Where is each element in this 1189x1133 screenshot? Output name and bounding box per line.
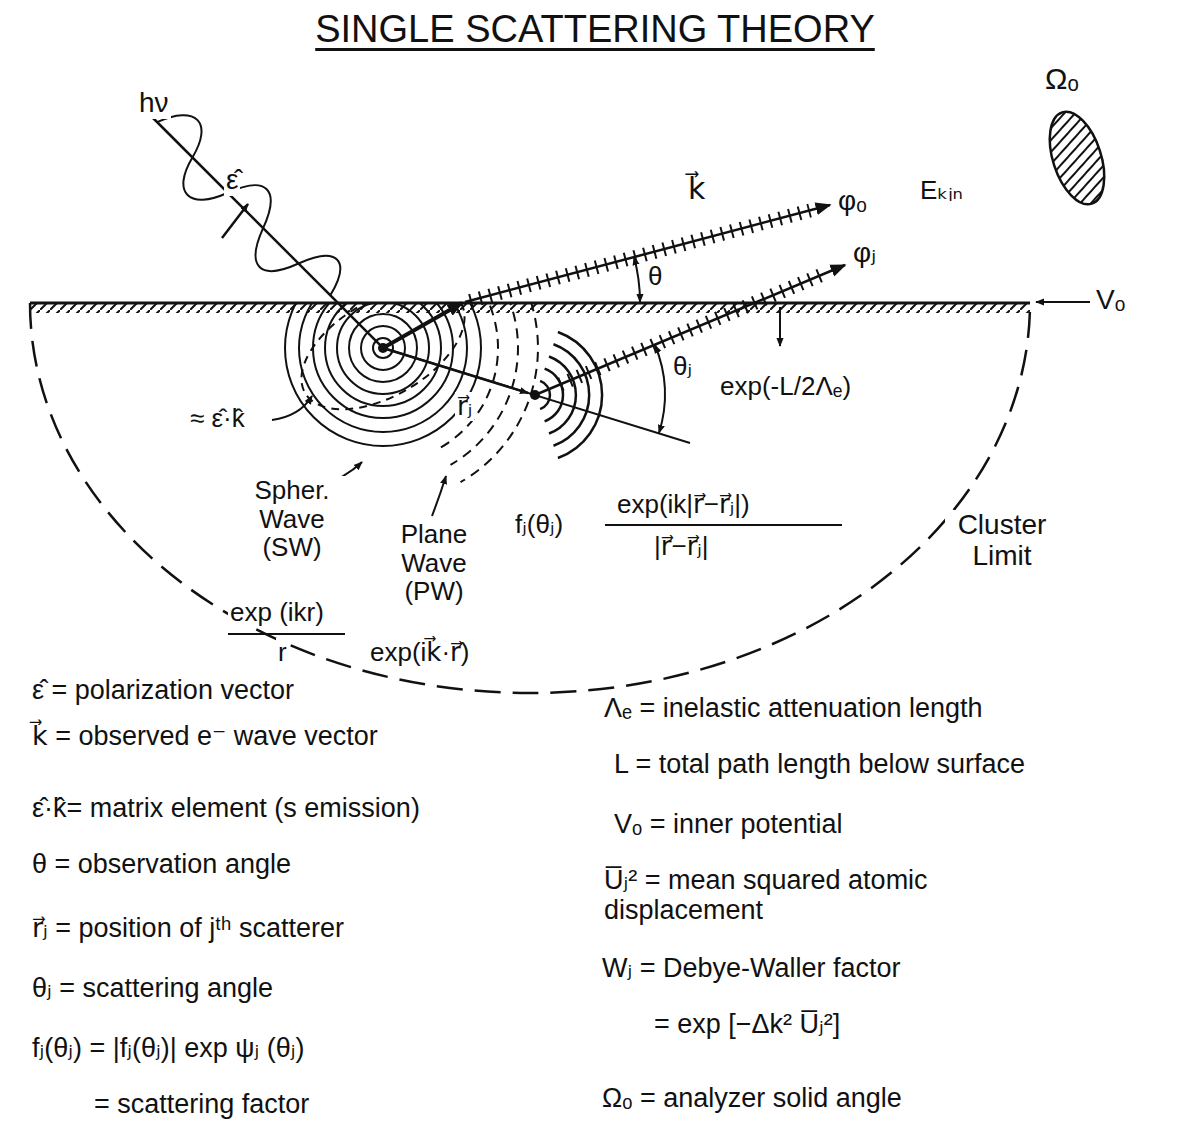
plane-wavefront	[451, 304, 518, 465]
definition-text: = exp [−Δk² U̅ⱼ²]	[652, 1010, 842, 1040]
formula-label: r	[276, 638, 289, 667]
wavefront	[545, 369, 563, 422]
formula-label: fⱼ(θⱼ)	[513, 510, 565, 539]
definition-text: Vₒ = inner potential	[612, 810, 845, 840]
definition-text: fⱼ(θⱼ) = |fⱼ(θⱼ)| exp ψⱼ (θⱼ)	[30, 1034, 306, 1064]
spherical-wave	[281, 304, 538, 482]
depth-arrow	[779, 307, 781, 346]
definition-text: Ωₒ = analyzer solid angle	[600, 1084, 904, 1114]
diagram-title: SINGLE SCATTERING THEORY	[315, 8, 875, 51]
scattered-wave	[540, 332, 602, 458]
position-vector	[383, 348, 528, 393]
definition-text: θ = observation angle	[30, 850, 293, 880]
potential-arrow	[1036, 301, 1090, 303]
photon	[129, 94, 403, 368]
definition-text: ε̂ = polarization vector	[30, 676, 296, 706]
symbol-label: θⱼ	[671, 352, 694, 381]
surface-hatch	[30, 304, 1030, 313]
wave-label: Spher. Wave (SW)	[238, 476, 346, 562]
definition-text: L = total path length below surface	[612, 750, 1027, 780]
direct-ray	[383, 303, 462, 348]
formula-label: |r⃗−r⃗ⱼ|	[652, 532, 711, 561]
symbol-label: θ	[646, 262, 664, 291]
wavefront	[285, 304, 481, 446]
formula-label: exp(-L/2Λₑ)	[718, 372, 853, 401]
symbol-label: hν	[137, 88, 171, 119]
wave-label: Plane Wave (PW)	[380, 520, 488, 606]
leader-line	[272, 396, 312, 420]
definition-text: r⃗ⱼ = position of jᵗʰ scatterer	[30, 914, 346, 944]
photon-wave	[136, 101, 352, 317]
polarization-arrow	[222, 204, 248, 238]
photon-ray	[150, 115, 382, 347]
ray-ticks	[470, 211, 810, 302]
symbol-label: Eₖᵢₙ	[918, 176, 965, 205]
region-label: Cluster Limit	[945, 510, 1059, 572]
wavefront	[554, 344, 590, 446]
wavefront	[325, 304, 441, 406]
formula-label: exp(ik|r⃗−r⃗ⱼ|)	[615, 490, 752, 519]
direct-ray	[465, 205, 830, 302]
wavefront	[540, 381, 550, 409]
cluster-limit	[30, 303, 1030, 693]
analyzer-aperture	[1039, 105, 1114, 211]
fraction-bar	[605, 524, 842, 526]
leader-line	[432, 476, 446, 516]
formula-label: exp (ikr)	[228, 598, 326, 627]
symbol-label: φⱼ	[851, 238, 878, 269]
symbol-label: Ωₒ	[1043, 62, 1081, 95]
definition-text: ε̂·k̂= matrix element (s emission)	[30, 794, 422, 824]
symbol-label: φₒ	[836, 186, 869, 217]
symbol-label: r⃗ⱼ	[455, 392, 474, 421]
symbol-label: ε̂	[224, 165, 240, 196]
definition-text: Λₑ = inelastic attenuation length	[602, 694, 985, 724]
definition-text: U̅ⱼ² = mean squared atomic displacement	[602, 866, 936, 925]
wavefront	[299, 304, 467, 432]
formula-label: ≈ ε̂·k̂	[188, 404, 247, 433]
definition-text: = scattering factor	[92, 1090, 311, 1120]
definition-text: Wⱼ = Debye-Waller factor	[600, 954, 903, 984]
definition-text: k⃗ = observed e⁻ wave vector	[30, 722, 380, 752]
symbol-label: k⃗	[686, 172, 707, 205]
formula-label: exp(ik⃗·r⃗)	[368, 638, 471, 667]
symbol-label: Vₒ	[1094, 285, 1127, 316]
fraction-bar	[228, 633, 345, 635]
wavefront	[558, 332, 602, 458]
wavefront	[549, 357, 576, 434]
definition-text: θⱼ = scattering angle	[30, 974, 275, 1004]
angle-arc	[655, 345, 665, 433]
angle-arc	[634, 257, 640, 302]
ray-ticks	[560, 273, 825, 384]
